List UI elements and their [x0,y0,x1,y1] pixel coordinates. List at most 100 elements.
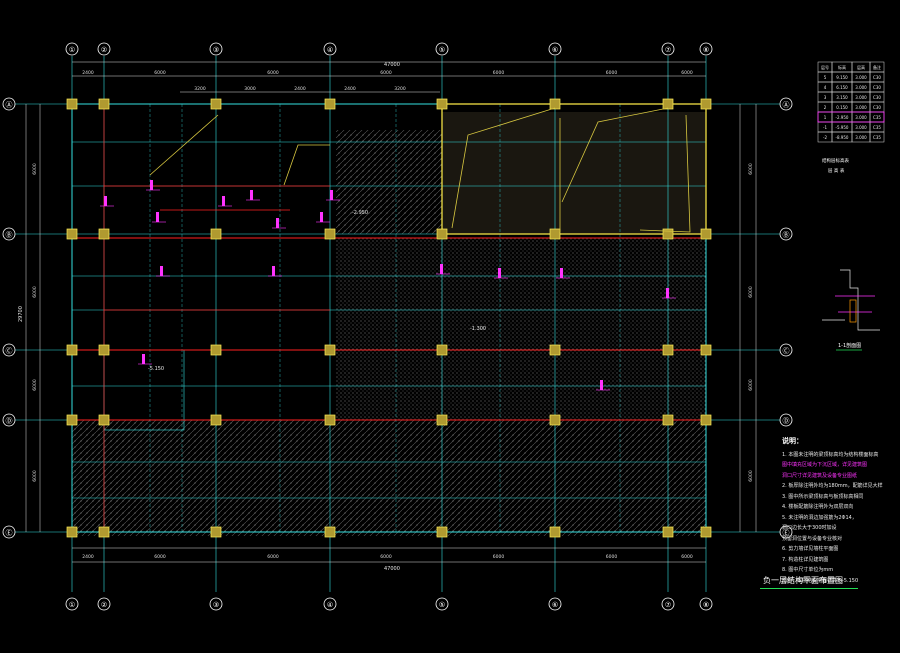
dim-text-top: 6000 [606,70,618,76]
tag-marker [142,354,145,364]
tag-marker [330,190,333,200]
level-table-text: 3.150 [836,95,848,100]
level-table-text: 3.000 [855,125,867,130]
note-line: 图中填充区域为下沉区域，详见建筑图 [782,462,868,468]
axis-bubble-top [661,42,675,56]
note-line: 8. 图中尺寸单位为mm [782,567,834,573]
level-table-text: -2 [823,135,827,140]
axis-label-left: Ⓑ [6,231,13,239]
note-line: 4. 楼板配筋除注明外为双层双向 [782,504,854,510]
level-table-text: 层号 [821,64,829,70]
dim-text-right: 6000 [748,163,754,175]
tag-marker [498,268,501,278]
level-table-text: 2 [824,105,827,110]
section-wall [849,299,857,323]
dim-text-sub: 2400 [294,86,306,92]
axis-label-right: Ⓓ [783,417,790,425]
column [549,98,561,110]
note-line: 3. 图中所示梁顶标高与板顶标高相同 [782,493,864,500]
column [210,98,222,110]
tag-marker [666,288,669,298]
level-table-text: 3.000 [855,75,867,80]
note-line: 6. 剪力墙详见墙柱平面图 [782,546,839,552]
axis-label-top: ⑤ [439,46,445,54]
stair-line-b [283,144,330,186]
tag-marker [150,180,153,190]
notes-list: 1. 本图未注明的梁顶标高均为结构楼面标高 图中填充区域为下沉区域，详见建筑图 … [782,450,892,587]
axis-bubble-bottom [209,597,223,611]
dim-text-top: 6000 [681,70,693,76]
dim-text-left: 6000 [32,470,38,482]
note-line: 1. 本图未注明的梁顶标高均为结构楼面标高 [782,451,879,458]
tag-marker [440,264,443,274]
level-table-cell [869,131,885,143]
elevation-label-1: -2.950 [352,210,368,216]
axis-label-right: Ⓔ [783,529,790,537]
tag-marker [250,190,253,200]
axis-label-top: ② [101,46,107,54]
level-table-text: 0.150 [836,105,848,110]
axis-bubble-bottom [323,597,337,611]
tag-marker [160,266,163,276]
slope-line-b [561,107,669,203]
axis-bubble-right [779,227,793,241]
column [324,228,336,240]
wall-outline [441,103,707,235]
column [700,228,712,240]
level-table-text: 3.000 [855,85,867,90]
tag-marker [560,268,563,278]
axis-bubble-bottom [435,597,449,611]
level-table-text: C35 [873,115,881,120]
column [700,344,712,356]
hatch-zone-core [336,130,442,234]
wall-zone-topright [442,112,706,234]
note-line: 2. 板厚除注明外均为180mm，配筋详见大样 [782,483,883,489]
dim-text-bottom: 6000 [493,554,505,560]
column [210,414,222,426]
level-table-text: 9.150 [836,75,848,80]
axis-bubble-top [435,42,449,56]
axis-label-bottom: ④ [327,601,333,609]
dim-text-top: 6000 [380,70,392,76]
level-table-text: 5 [824,75,827,80]
section-label: 1-1剖面图 [838,342,861,349]
dim-text-bottom: 6000 [606,554,618,560]
column [98,526,110,538]
dim-text-right: 6000 [748,470,754,482]
axis-label-left: Ⓓ [6,417,13,425]
dim-text-sub: 3200 [394,86,406,92]
title-underline [760,588,858,589]
tag-marker [276,218,279,228]
axis-label-bottom: ⑤ [439,601,445,609]
axis-bubble-left [2,525,16,539]
axis-bubble-bottom [699,597,713,611]
tag-marker [104,196,107,206]
slope-line-c [639,114,691,233]
level-table-text: 1 [824,115,827,120]
axis-bubble-right [779,525,793,539]
dim-text-sub: 2400 [344,86,356,92]
stair-line-a [149,114,219,176]
column [210,228,222,240]
level-table-text: 3.000 [855,115,867,120]
column [436,414,448,426]
column [98,344,110,356]
level-table-text: -2.950 [836,115,849,120]
dim-text-bottom: 6000 [380,554,392,560]
level-table-text: 4 [824,85,827,90]
column [98,414,110,426]
columns [66,98,712,538]
dim-text-bottom: 2400 [82,554,94,560]
column [66,414,78,426]
column [549,414,561,426]
column [700,98,712,110]
level-table-text: 6.150 [836,85,848,90]
column [210,344,222,356]
dim-text-top: 6000 [493,70,505,76]
axis-label-top: ⑥ [552,46,558,54]
level-table-text: C30 [873,85,881,90]
axis-label-right: Ⓑ [783,231,790,239]
axis-bubble-right [779,413,793,427]
axis-label-top: ⑧ [703,46,709,54]
